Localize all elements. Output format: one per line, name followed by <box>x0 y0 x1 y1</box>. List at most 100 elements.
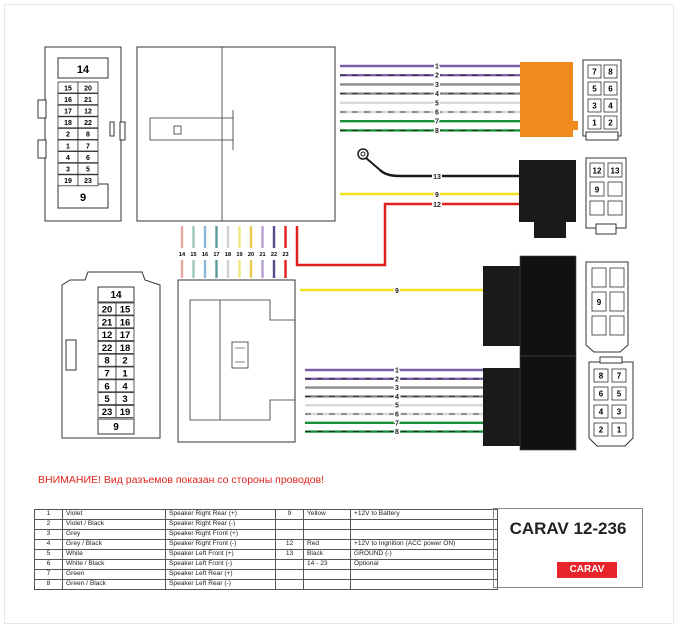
table-cell: White / Black <box>62 559 166 570</box>
bl-pin-label: 12 <box>102 330 113 341</box>
table-cell: Speaker Right Front (+) <box>165 529 276 540</box>
table-cell: 6 <box>34 559 63 570</box>
bl-pin-label: 6 <box>104 381 109 392</box>
optional-wire-label: 19 <box>236 252 242 258</box>
tl-pin-label: 21 <box>84 97 92 104</box>
face-b-cell <box>589 200 605 216</box>
face-d-pin-label: 6 <box>599 390 604 399</box>
face-d-cell <box>611 386 627 401</box>
bl-pin-cell <box>115 404 135 418</box>
bottom-speaker-wire-label: 1 <box>395 368 399 375</box>
bl-pin-label: 22 <box>102 343 113 354</box>
table-cell: Speaker Right Rear (-) <box>165 519 276 530</box>
tl-pin-label: 6 <box>86 155 90 162</box>
face-b-cell <box>589 181 605 197</box>
bottom-speaker-wire-label: 2 <box>395 376 399 383</box>
bl-pin-cell <box>115 366 135 380</box>
face-a-cell <box>603 115 618 130</box>
tl-pin-cell <box>77 162 99 175</box>
red-wire-route <box>295 202 520 267</box>
table-cell <box>275 519 304 530</box>
tl-pin-label: 1 <box>66 143 70 150</box>
top-housing <box>136 46 336 222</box>
table-cell: 12 <box>275 539 304 550</box>
table-cell: 5 <box>34 549 63 560</box>
top-speaker-wire-label: 2 <box>435 73 439 80</box>
tl-pin-cell <box>77 127 99 140</box>
bottom-speaker-wire-label: 4 <box>395 394 399 401</box>
tl-pin-cell <box>77 116 99 129</box>
face-a-pin-label: 2 <box>608 119 613 128</box>
optional-wire-label: 17 <box>213 252 219 258</box>
table-cell <box>275 569 304 580</box>
face-a-cell <box>587 115 602 130</box>
tl-pin-cell <box>77 151 99 164</box>
top-speaker-wire-label: 3 <box>435 82 439 89</box>
face-a-pin-label: 6 <box>608 85 613 94</box>
bl-pin-cell <box>115 340 135 354</box>
tl-pin-label: 4 <box>66 155 70 162</box>
face-d-pin-label: 5 <box>617 390 622 399</box>
face-d-cell <box>611 368 627 383</box>
table-cell: 7 <box>34 569 63 580</box>
bl-pin-label: 23 <box>102 407 113 418</box>
tl-pin-cell <box>77 81 99 94</box>
bl-pin-label: 20 <box>102 305 113 316</box>
face-a-cell <box>587 98 602 113</box>
face-d-cell <box>611 404 627 419</box>
tl-pin-label: 22 <box>84 120 92 127</box>
face-a-pin-label: 3 <box>592 102 597 111</box>
face-c-cell <box>591 291 607 312</box>
bl-pin-label: 19 <box>120 407 131 418</box>
tl-pin-9: 9 <box>80 192 86 204</box>
table-cell <box>303 519 351 530</box>
face-d-pin-label: 7 <box>617 372 622 381</box>
bl-pin-label: 7 <box>104 369 109 380</box>
model-title: CARAV 12-236 <box>509 519 627 538</box>
bl-pin-9: 9 <box>113 422 119 433</box>
bl-pin-label: 1 <box>122 369 128 380</box>
bl-pin-label: 16 <box>120 317 131 328</box>
face-a-cell <box>603 98 618 113</box>
bl-pin-cell <box>115 302 135 316</box>
page-frame <box>4 4 674 624</box>
face-d-cell <box>611 422 627 437</box>
tl-pin-label: 20 <box>84 85 92 92</box>
table-cell: Green <box>62 569 166 580</box>
face-a-cell <box>587 81 602 96</box>
bl-pin-cell <box>115 328 135 342</box>
tl-pin-cell <box>77 174 99 187</box>
optional-wire-label: 23 <box>282 252 288 258</box>
face-d-pin-label: 1 <box>617 426 622 435</box>
face-d-pin-label: 8 <box>599 372 604 381</box>
top-speaker-wire-label: 6 <box>435 110 439 117</box>
face-d-cell <box>593 422 609 437</box>
optional-wire-label: 20 <box>248 252 254 258</box>
table-cell <box>275 559 304 570</box>
table-cell: Speaker Left Front (+) <box>165 549 276 560</box>
top-speaker-wire-label: 8 <box>435 128 439 135</box>
top-speaker-wire-label: 5 <box>435 100 439 107</box>
table-cell: GROUND (-) <box>350 549 498 560</box>
tl-pin-label: 12 <box>84 109 92 116</box>
bl-pin-label: 4 <box>122 381 128 392</box>
face-d-pin-label: 4 <box>599 408 604 417</box>
table-cell <box>303 579 351 590</box>
tl-pin-label: 3 <box>66 167 70 174</box>
face-a-pin-label: 5 <box>592 85 597 94</box>
table-cell: 8 <box>34 579 63 590</box>
tl-pin-14: 14 <box>77 64 90 76</box>
optional-wire-label: 15 <box>190 252 196 258</box>
table-cell <box>350 519 498 530</box>
bl-pin-label: 21 <box>102 317 113 328</box>
face-a-cell <box>603 81 618 96</box>
